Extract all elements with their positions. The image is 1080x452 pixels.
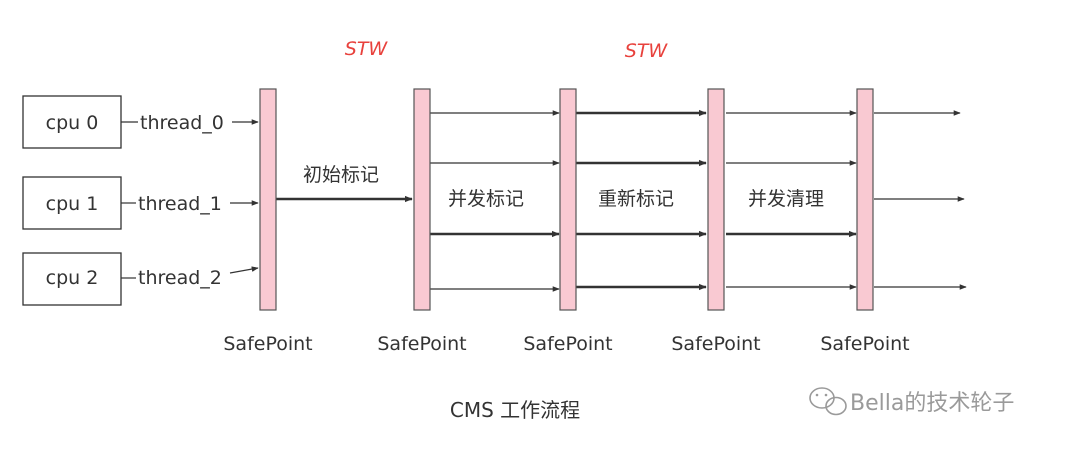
cpu-box-0: cpu 0 [22, 95, 122, 149]
thread-label: thread_1 [138, 193, 222, 215]
wechat-logo-icon [809, 387, 847, 416]
safepoint-label: SafePoint [377, 333, 466, 355]
stw-label: STW [345, 38, 389, 60]
concurrent-mark-arrows [430, 110, 560, 292]
thread-label: thread_0 [140, 112, 224, 134]
thread-row-2: thread_2 [121, 266, 259, 289]
phase-label-concurrent-sweep: 并发清理 [748, 188, 824, 210]
cpu-label: cpu 0 [46, 112, 99, 134]
safepoint-label: SafePoint [671, 333, 760, 355]
safepoint-bar [559, 88, 577, 311]
safepoint-label: SafePoint [223, 333, 312, 355]
cpu-label: cpu 1 [46, 193, 99, 215]
cpu-box-1: cpu 1 [22, 176, 122, 230]
thread-label: thread_2 [138, 267, 222, 289]
cpu-box-2: cpu 2 [22, 252, 122, 306]
concurrent-sweep-arrows [726, 110, 857, 290]
safepoint-bar [707, 88, 725, 311]
remark-arrows [576, 109, 707, 291]
exit-arrows [874, 110, 967, 290]
safepoint-bar [856, 88, 874, 311]
safepoint-bar [413, 88, 431, 311]
thread-row-1: thread_1 [121, 193, 259, 215]
safepoint-bar [259, 88, 277, 311]
diagram-caption: CMS 工作流程 [450, 398, 580, 422]
watermark-text: Bella的技术轮子 [850, 391, 1014, 416]
phase-label-remark: 重新标记 [598, 188, 674, 210]
stw-label: STW [625, 40, 669, 62]
phase-label-initial-mark: 初始标记 [303, 164, 379, 186]
phase-label-concurrent-mark: 并发标记 [448, 188, 524, 210]
thread-arrow [229, 266, 259, 274]
safepoint-label: SafePoint [523, 333, 612, 355]
thread-row-0: thread_0 [121, 112, 259, 134]
safepoint-label: SafePoint [820, 333, 909, 355]
cpu-label: cpu 2 [46, 267, 99, 289]
